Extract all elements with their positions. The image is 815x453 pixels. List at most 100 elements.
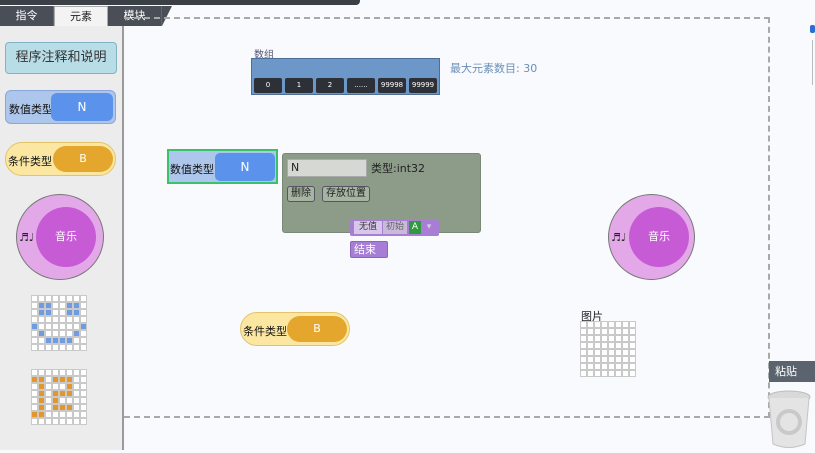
tab-elements[interactable]: 元素 bbox=[54, 6, 108, 26]
pixel-cell bbox=[594, 349, 601, 356]
pixel-cell bbox=[594, 342, 601, 349]
chevron-down-icon[interactable]: ▾ bbox=[426, 222, 432, 232]
pixel-cell bbox=[80, 330, 87, 337]
pixel-cell bbox=[45, 369, 52, 376]
pixel-cell bbox=[59, 411, 66, 418]
end-block[interactable]: 结束 bbox=[350, 241, 388, 258]
pixel-cell bbox=[38, 418, 45, 425]
number-type-label: 数值类型 bbox=[170, 163, 214, 176]
pixel-cell bbox=[66, 404, 73, 411]
pixel-cell bbox=[38, 383, 45, 390]
array-cell: 0 bbox=[254, 78, 282, 93]
pixel-cell bbox=[622, 335, 629, 342]
pixel-cell bbox=[66, 295, 73, 302]
pixel-cell bbox=[66, 390, 73, 397]
pixel-cell bbox=[66, 316, 73, 323]
pixel-cell bbox=[73, 344, 80, 351]
condition-type-label: 条件类型 bbox=[8, 155, 52, 168]
pixel-cell bbox=[587, 356, 594, 363]
pixel-cell bbox=[31, 376, 38, 383]
pixel-cell bbox=[52, 397, 59, 404]
program-comment-button[interactable]: 程序注释和说明 bbox=[5, 42, 117, 74]
tab-commands[interactable]: 指令 bbox=[0, 6, 54, 26]
canvas-condition-type-block[interactable]: 条件类型 B bbox=[240, 312, 350, 346]
pixel-cell bbox=[608, 356, 615, 363]
pixel-cell bbox=[45, 376, 52, 383]
pixel-cell bbox=[580, 328, 587, 335]
storage-location-button[interactable]: 存放位置 bbox=[322, 186, 370, 202]
canvas-area[interactable] bbox=[124, 17, 770, 418]
pixel-cell bbox=[31, 418, 38, 425]
pixel-cell bbox=[622, 363, 629, 370]
pixel-cell bbox=[45, 411, 52, 418]
pixel-cell bbox=[80, 295, 87, 302]
delete-button[interactable]: 删除 bbox=[287, 186, 315, 202]
pixel-cell bbox=[66, 369, 73, 376]
pixel-cell bbox=[45, 418, 52, 425]
pixel-cell bbox=[587, 328, 594, 335]
pixel-cell bbox=[31, 323, 38, 330]
pixel-cell bbox=[66, 323, 73, 330]
pixel-cell bbox=[31, 302, 38, 309]
canvas-number-type-block[interactable]: 数值类型 N bbox=[167, 149, 278, 184]
pixel-cell bbox=[580, 363, 587, 370]
pixel-cell bbox=[52, 411, 59, 418]
canvas-picture-block[interactable] bbox=[580, 321, 638, 379]
variable-name-input[interactable]: N bbox=[287, 159, 367, 177]
pixel-cell bbox=[45, 330, 52, 337]
element-palette: 程序注释和说明 数值类型 N 条件类型 B ♬♩ 音乐 bbox=[0, 26, 124, 450]
pixel-cell bbox=[601, 335, 608, 342]
pixel-cell bbox=[59, 302, 66, 309]
pixel-cell bbox=[38, 404, 45, 411]
pixel-cell bbox=[80, 397, 87, 404]
pixel-cell bbox=[31, 309, 38, 316]
pixel-cell bbox=[629, 321, 636, 328]
number-type-label: 数值类型 bbox=[9, 103, 53, 116]
pixel-cell bbox=[73, 376, 80, 383]
pixel-cell bbox=[622, 349, 629, 356]
pixel-cell bbox=[622, 370, 629, 377]
array-block[interactable]: 0 1 2 ...... 99998 99999 bbox=[251, 58, 440, 95]
pixel-cell bbox=[38, 369, 45, 376]
pixel-cell bbox=[629, 363, 636, 370]
condition-type-value: B bbox=[53, 146, 113, 172]
scrollbar-track[interactable] bbox=[812, 40, 813, 85]
pixel-cell bbox=[615, 356, 622, 363]
pixel-cell bbox=[66, 309, 73, 316]
pixel-cell bbox=[59, 383, 66, 390]
number-type-value: N bbox=[51, 93, 113, 121]
palette-music-block[interactable]: ♬♩ 音乐 bbox=[16, 194, 104, 280]
array-cell: ...... bbox=[347, 78, 375, 93]
paste-button[interactable]: 粘贴 bbox=[769, 361, 815, 382]
scrollbar-thumb[interactable] bbox=[810, 25, 815, 33]
initial-value-field[interactable]: 初始 bbox=[383, 221, 407, 234]
pixel-cell bbox=[629, 328, 636, 335]
palette-smiley-image-block[interactable] bbox=[31, 295, 88, 352]
a-badge[interactable]: A bbox=[409, 221, 421, 234]
palette-condition-type-block[interactable]: 条件类型 B bbox=[5, 142, 116, 176]
pixel-cell bbox=[608, 370, 615, 377]
canvas-music-block[interactable]: ♬♩ 音乐 bbox=[608, 194, 695, 280]
palette-number-type-block[interactable]: 数值类型 N bbox=[5, 90, 116, 124]
pixel-cell bbox=[59, 390, 66, 397]
pixel-cell bbox=[601, 349, 608, 356]
value-row-block[interactable]: 无值 初始 A ▾ bbox=[350, 220, 439, 236]
pixel-cell bbox=[629, 335, 636, 342]
pixel-cell bbox=[587, 363, 594, 370]
pixel-cell bbox=[52, 302, 59, 309]
trash-bin-icon[interactable] bbox=[765, 388, 813, 450]
no-value-field[interactable]: 无值 bbox=[354, 221, 382, 234]
palette-digits-image-block[interactable] bbox=[31, 369, 88, 426]
music-inner-circle: 音乐 bbox=[36, 207, 96, 267]
pixel-cell bbox=[615, 349, 622, 356]
pixel-cell bbox=[73, 390, 80, 397]
pixel-cell bbox=[580, 335, 587, 342]
pixel-cell bbox=[59, 404, 66, 411]
pixel-cell bbox=[580, 342, 587, 349]
pixel-cell bbox=[45, 302, 52, 309]
pixel-cell bbox=[31, 383, 38, 390]
pixel-cell bbox=[52, 376, 59, 383]
pixel-cell bbox=[615, 342, 622, 349]
pixel-cell bbox=[629, 349, 636, 356]
pixel-cell bbox=[601, 321, 608, 328]
